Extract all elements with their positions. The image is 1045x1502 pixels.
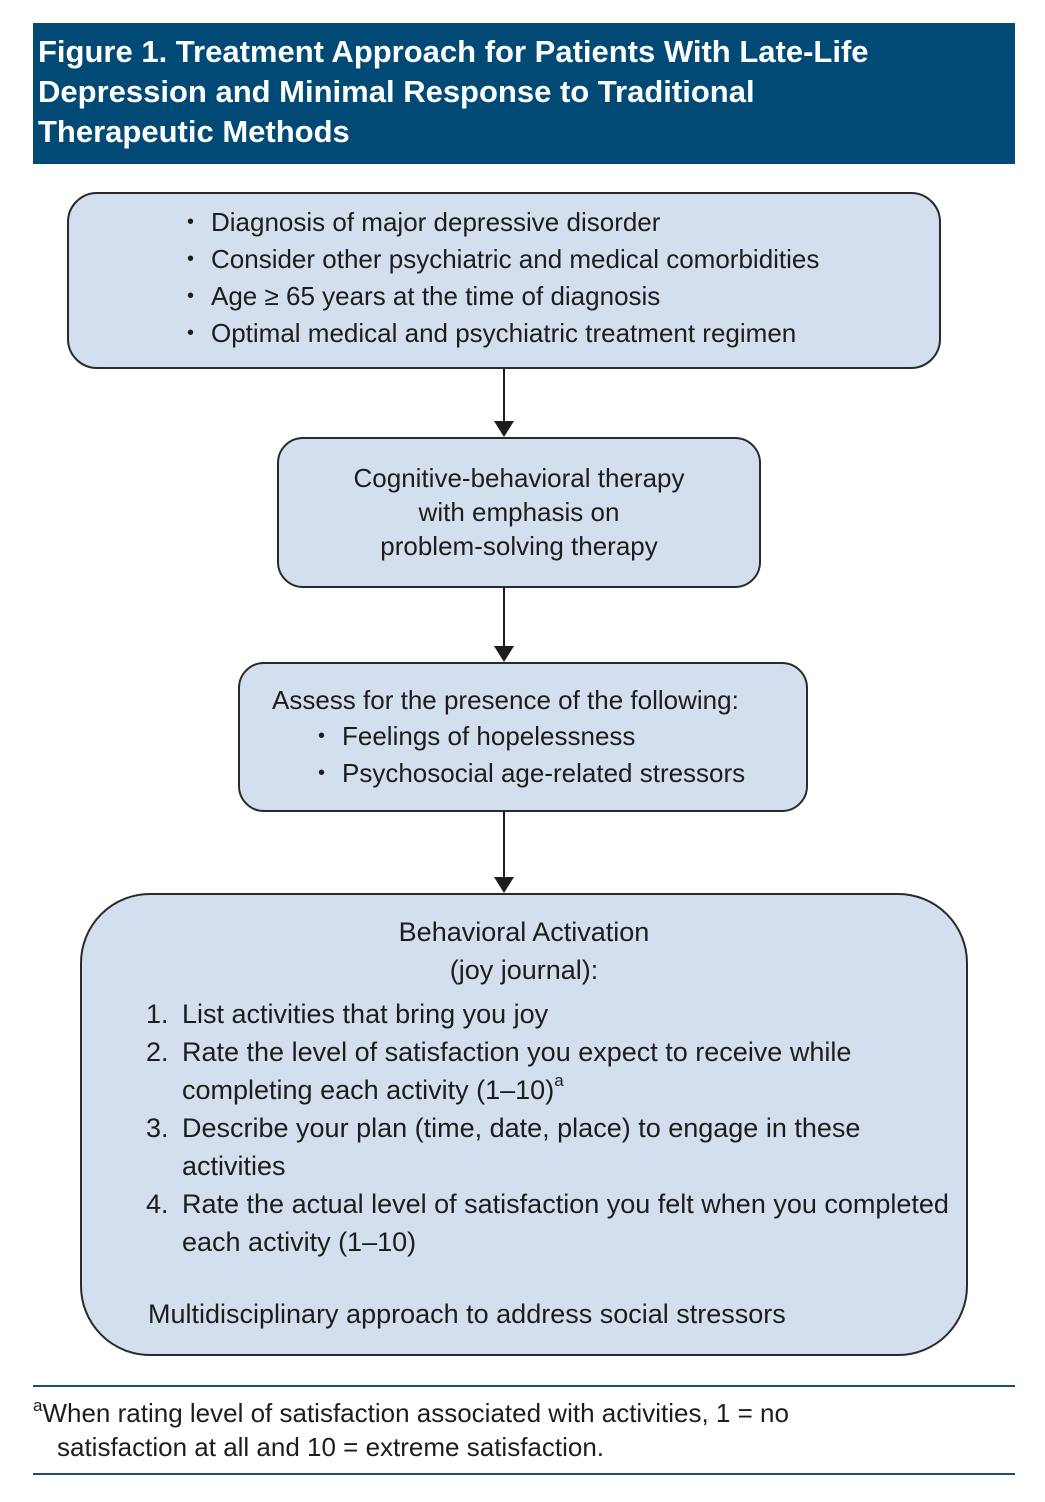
flow-arrow-1 <box>494 369 514 437</box>
list-item: Consider other psychiatric and medical c… <box>179 241 819 278</box>
step-number: 1. <box>146 999 169 1029</box>
list-item: 2. Rate the level of satisfaction you ex… <box>146 1033 956 1109</box>
list-item: Age ≥ 65 years at the time of diagnosis <box>179 278 819 315</box>
flow-arrow-3 <box>494 812 514 893</box>
list-item: Psychosocial age-related stressors <box>310 755 745 792</box>
assessment-box: Assess for the presence of the following… <box>238 662 808 812</box>
diagnosis-box: Diagnosis of major depressive disorder C… <box>67 192 941 369</box>
footnote-marker: a <box>554 1071 564 1090</box>
figure-title-bar: Figure 1. Treatment Approach for Patient… <box>33 23 1015 164</box>
cbt-line: Cognitive-behavioral therapy <box>353 463 685 493</box>
footnote: aWhen rating level of satisfaction assoc… <box>33 1396 993 1464</box>
joy-journal-steps: 1. List activities that bring you joy 2.… <box>146 995 956 1261</box>
assessment-list: Feelings of hopelessness Psychosocial ag… <box>310 718 745 792</box>
list-item: 3. Describe your plan (time, date, place… <box>146 1109 956 1185</box>
step-number: 2. <box>146 1037 169 1067</box>
assessment-heading: Assess for the presence of the following… <box>272 685 739 715</box>
title-line: (joy journal): <box>449 955 599 985</box>
diagnosis-list: Diagnosis of major depressive disorder C… <box>179 204 819 352</box>
footnote-line: When rating level of satisfaction associ… <box>42 1398 789 1428</box>
list-item: 1. List activities that bring you joy <box>146 995 956 1033</box>
step-number: 3. <box>146 1113 169 1143</box>
behavioral-activation-box: Behavioral Activation (joy journal): 1. … <box>80 893 968 1356</box>
figure-title: Figure 1. Treatment Approach for Patient… <box>38 34 869 149</box>
behavioral-activation-title: Behavioral Activation (joy journal): <box>82 913 966 989</box>
footnote-line: satisfaction at all and 10 = extreme sat… <box>57 1432 605 1462</box>
flow-arrow-2 <box>494 588 514 662</box>
footnote-divider-top <box>33 1385 1015 1387</box>
cbt-line: with emphasis on <box>418 497 620 527</box>
multidisciplinary-note: Multidisciplinary approach to address so… <box>148 1299 786 1329</box>
cbt-text: Cognitive-behavioral therapy with emphas… <box>279 461 759 563</box>
footnote-marker: a <box>33 1396 43 1415</box>
cbt-line: problem-solving therapy <box>380 531 658 561</box>
list-item: Feelings of hopelessness <box>310 718 745 755</box>
title-line: Behavioral Activation <box>398 917 650 947</box>
footnote-divider-bottom <box>33 1473 1015 1475</box>
step-text: Describe your plan (time, date, place) t… <box>182 1113 861 1181</box>
step-number: 4. <box>146 1189 169 1219</box>
list-item: Optimal medical and psychiatric treatmen… <box>179 315 819 352</box>
list-item: Diagnosis of major depressive disorder <box>179 204 819 241</box>
cbt-box: Cognitive-behavioral therapy with emphas… <box>277 437 761 588</box>
step-text: Rate the actual level of satisfaction yo… <box>182 1189 949 1257</box>
step-text: List activities that bring you joy <box>182 999 549 1029</box>
list-item: 4. Rate the actual level of satisfaction… <box>146 1185 956 1261</box>
step-text: Rate the level of satisfaction you expec… <box>182 1037 852 1105</box>
